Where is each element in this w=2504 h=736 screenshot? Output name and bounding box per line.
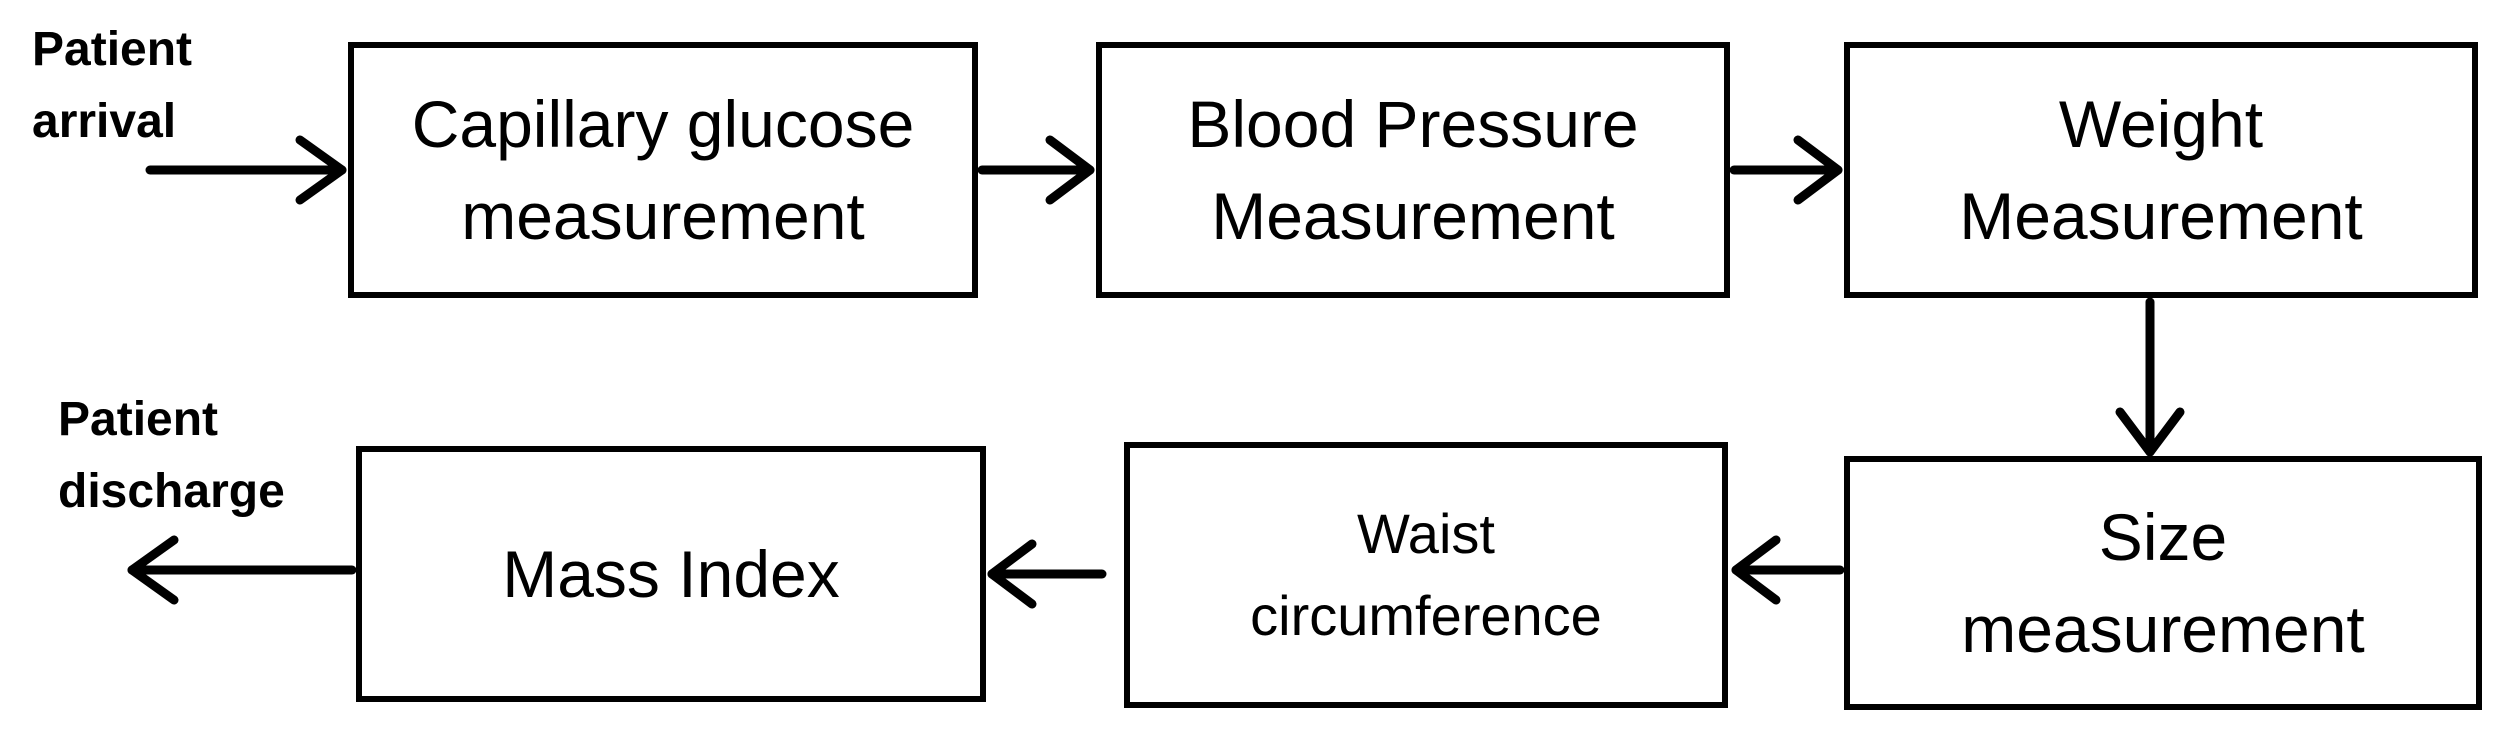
size-box: Size measurement xyxy=(1844,456,2482,710)
arrow-glucose-to-blood-pressure xyxy=(977,135,1095,205)
arrow-mass-index-to-discharge xyxy=(127,535,357,605)
mass-index-box: Mass Index xyxy=(356,446,986,702)
arrow-size-to-waist xyxy=(1731,535,1845,605)
patient-arrival-label-line-1: Patient xyxy=(32,23,193,76)
waist-circumference-box: Waist circumference xyxy=(1124,442,1728,708)
blood-pressure-box: Blood Pressure Measurement xyxy=(1096,42,1730,298)
patient-discharge-label: Patient discharge xyxy=(58,384,285,528)
size-line-1: Size xyxy=(2098,500,2228,574)
capillary-glucose-box: Capillary glucose measurement xyxy=(348,42,978,298)
arrow-weight-to-size xyxy=(2115,297,2185,457)
weight-line-2: Measurement xyxy=(1959,179,2363,253)
capillary-glucose-line-1: Capillary glucose xyxy=(411,87,915,161)
weight-box: Weight Measurement xyxy=(1844,42,2478,298)
blood-pressure-line-2: Measurement xyxy=(1211,179,1615,253)
patient-arrival-label: Patient arrival xyxy=(32,14,192,158)
weight-line-1: Weight xyxy=(2058,87,2264,161)
waist-circumference-line-1: Waist xyxy=(1357,502,1495,565)
arrow-waist-to-mass-index xyxy=(987,539,1107,609)
capillary-glucose-line-2: measurement xyxy=(461,179,865,253)
mass-index-line-1: Mass Index xyxy=(502,537,840,611)
arrow-blood-pressure-to-weight xyxy=(1729,135,1843,205)
blood-pressure-line-1: Blood Pressure xyxy=(1187,87,1639,161)
patient-discharge-label-line-1: Patient xyxy=(58,393,219,446)
waist-circumference-line-2: circumference xyxy=(1250,584,1602,647)
patient-arrival-label-line-2: arrival xyxy=(32,95,177,148)
arrow-arrival-to-glucose xyxy=(145,135,347,205)
patient-discharge-label-line-2: discharge xyxy=(58,465,285,518)
size-line-2: measurement xyxy=(1961,592,2365,666)
